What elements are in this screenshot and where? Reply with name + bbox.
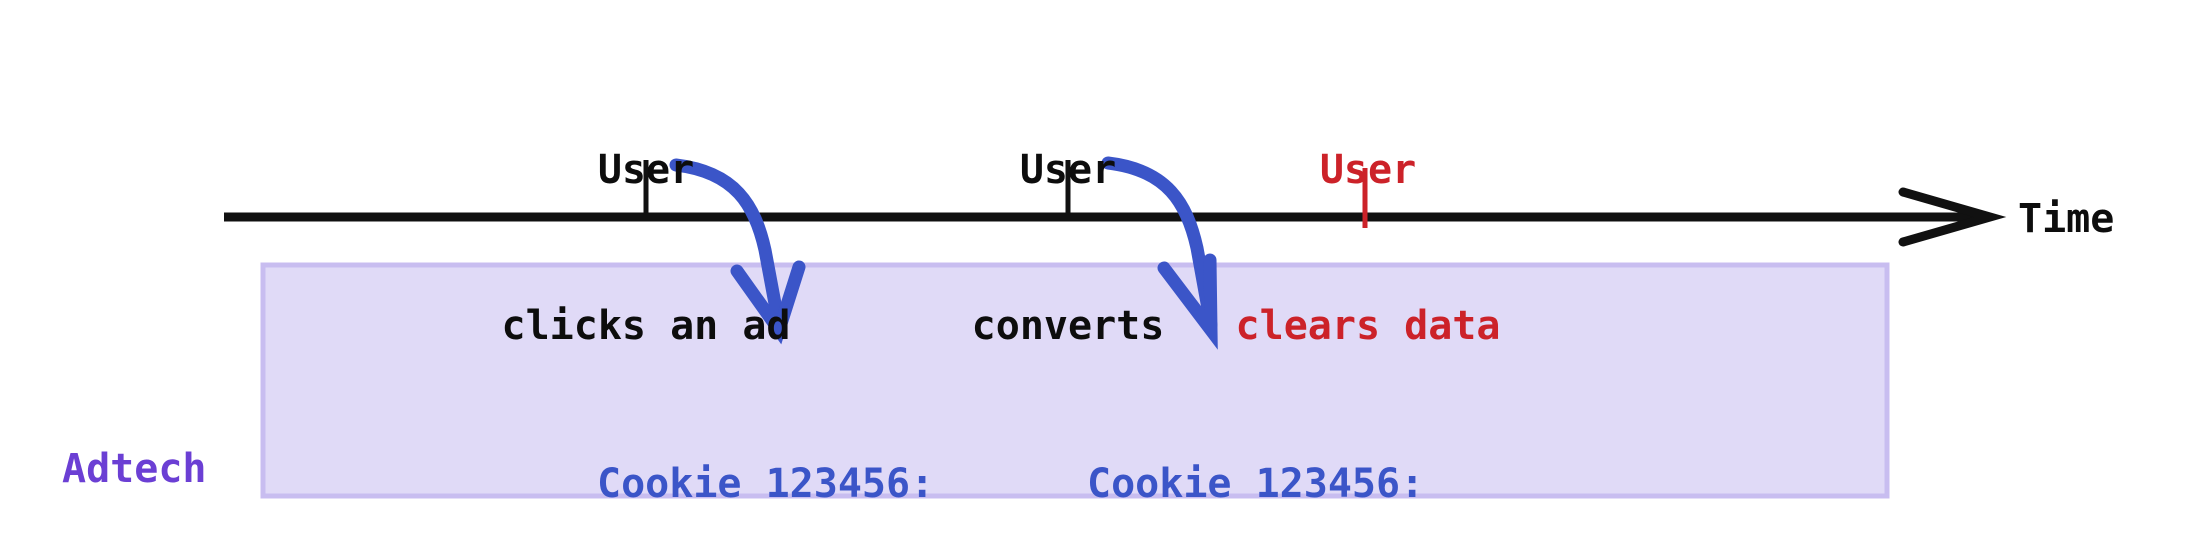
arrow-convert-to-log-icon bbox=[1101, 156, 1218, 350]
log-entry-cookie-id: Cookie 123456: bbox=[1087, 460, 1425, 507]
event-label-line2: converts bbox=[971, 303, 1165, 349]
arrow-click-to-log-icon bbox=[669, 158, 806, 345]
event-label-line1: User bbox=[1319, 147, 1417, 193]
adtech-server-lane bbox=[260, 262, 1890, 499]
timeline-arrowhead-icon bbox=[1898, 187, 2007, 247]
event-label-line2: clicks an ad bbox=[501, 303, 791, 349]
event-label-user-converts: User converts bbox=[972, 40, 1165, 456]
event-label-line1: User bbox=[597, 147, 695, 193]
adtech-server-caption: Adtech server bbox=[62, 337, 207, 534]
log-entry-ad-clicked: Cookie 123456: Ad clicked bbox=[597, 352, 934, 534]
event-label-line1: User bbox=[1019, 147, 1117, 193]
event-label-user-clicks-an-ad: User clicks an ad bbox=[502, 40, 791, 456]
adtech-server-caption-line1: Adtech bbox=[62, 445, 207, 492]
axis-caption-time: Time bbox=[2018, 196, 2115, 242]
event-label-user-clears-data: User clears data bbox=[1236, 40, 1501, 456]
log-entry-converted: Cookie 123456: Converted bbox=[1087, 352, 1424, 534]
event-label-line2: clears data bbox=[1235, 303, 1501, 349]
log-entry-cookie-id: Cookie 123456: bbox=[597, 460, 935, 507]
